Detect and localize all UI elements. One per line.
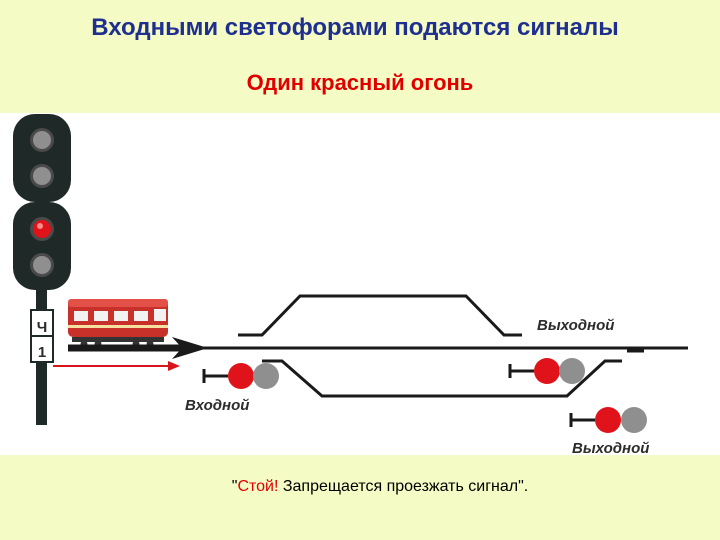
caption-quote: " <box>231 478 238 495</box>
entrance-traffic-light-icon <box>13 114 71 425</box>
train-icon <box>68 299 168 348</box>
slide-subtitle: Один красный огонь <box>246 70 474 95</box>
signal-plate-bottom: 1 <box>38 344 46 361</box>
signal-plate-top: Ч <box>37 319 48 336</box>
slide-title: Входными светофорами подаются сигналы <box>91 14 619 41</box>
caption: "Стой! Запрещается проезжать сигнал". <box>0 478 720 496</box>
arrow-icon <box>172 337 208 359</box>
label-exit-lower: Выходной <box>572 440 649 455</box>
exit-signal-upper-icon <box>508 358 585 384</box>
caption-rest: Запрещается проезжать сигнал". <box>278 478 529 495</box>
lower-siding-track <box>262 359 622 398</box>
entry-signal-icon <box>202 363 279 389</box>
track-diagram: Ч 1 <box>13 114 688 455</box>
label-exit-upper: Выходной <box>537 317 614 334</box>
caption-stop: Стой! <box>237 478 279 495</box>
diagram-panel: Ч 1 <box>0 113 720 455</box>
exit-signal-lower-icon <box>569 407 647 433</box>
label-entry: Входной <box>185 397 249 414</box>
upper-siding-track <box>238 294 522 337</box>
